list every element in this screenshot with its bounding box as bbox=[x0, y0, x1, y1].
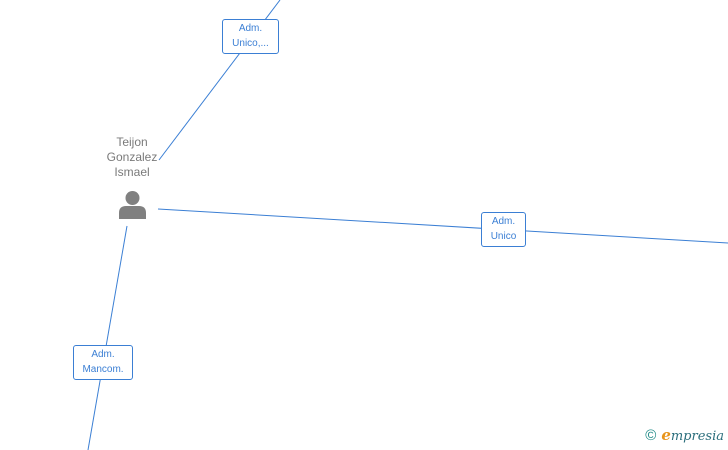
footer-brand: © empresia bbox=[645, 426, 724, 444]
edge-to-bottom bbox=[87, 225, 128, 450]
relation-box-right[interactable]: Adm. Unico bbox=[481, 212, 526, 247]
relation-box-top[interactable]: Adm. Unico,... bbox=[222, 19, 279, 54]
relation-top-line-2: Unico,... bbox=[232, 38, 269, 49]
person-name-line-3: Ismael bbox=[114, 165, 150, 179]
person-name-line-2: Gonzalez bbox=[106, 150, 158, 164]
brand-logo-rest: mpresia bbox=[670, 429, 724, 444]
relation-box-bottom[interactable]: Adm. Mancom. bbox=[73, 345, 133, 380]
copyright-symbol: © bbox=[645, 426, 657, 444]
brand-logo[interactable]: empresia bbox=[661, 426, 724, 444]
relation-right-line-1: Adm. bbox=[491, 216, 516, 227]
edge-to-right bbox=[157, 208, 728, 244]
person-name[interactable]: Teijon Gonzalez Ismael bbox=[92, 135, 172, 180]
relation-bottom-line-1: Adm. bbox=[91, 349, 115, 360]
person-name-line-1: Teijon bbox=[116, 135, 148, 149]
relation-top-line-1: Adm. bbox=[238, 23, 263, 34]
relation-right-line-2: Unico bbox=[490, 231, 517, 242]
brand-logo-e: e bbox=[661, 426, 671, 444]
relation-bottom-line-2: Mancom. bbox=[82, 364, 124, 375]
person-icon[interactable] bbox=[117, 190, 148, 219]
